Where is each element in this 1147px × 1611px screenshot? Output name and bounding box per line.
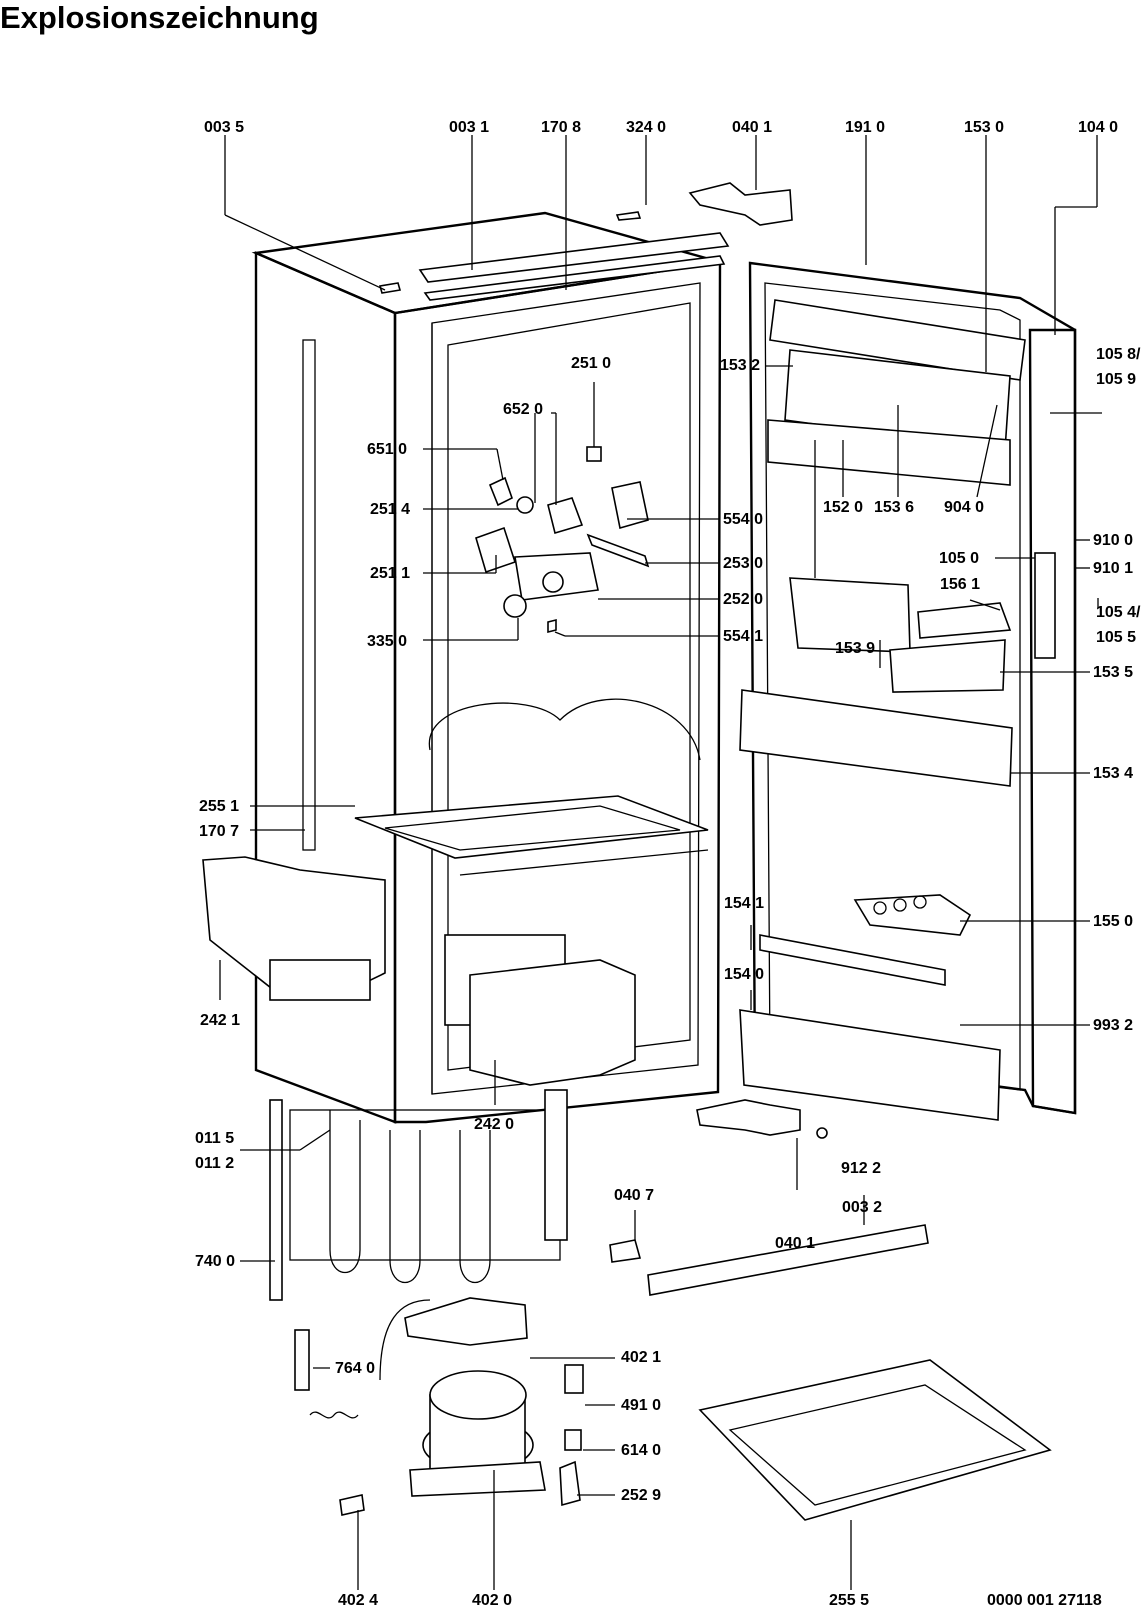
part-label-170-7: 170 7 — [199, 823, 240, 840]
part-label-242-0: 242 0 — [474, 1116, 515, 1133]
rear-condenser — [269, 1089, 568, 1301]
thermal-sensor — [294, 1329, 359, 1419]
part-label-491-0: 491 0 — [621, 1397, 662, 1414]
part-label-740-0: 740 0 — [195, 1253, 236, 1270]
part-label-156-1: 156 1 — [940, 576, 981, 593]
part-label-104-0: 104 0 — [1078, 119, 1119, 136]
part-label-153-2: 153 2 — [720, 357, 761, 374]
door — [739, 261, 1077, 1121]
thermostat-assembly — [475, 446, 650, 634]
part-label-251-1: 251 1 — [370, 565, 411, 582]
small-parts-bottom — [339, 1127, 828, 1516]
page-title: Explosionszeichnung — [0, 0, 319, 35]
part-label-614-0: 614 0 — [621, 1442, 662, 1459]
part-label-554-1: 554 1 — [723, 628, 764, 645]
part-label-242-1: 242 1 — [200, 1012, 241, 1029]
part-label-105-8: 105 8/ — [1096, 346, 1141, 363]
part-label-011-5: 011 5 — [195, 1130, 235, 1147]
part-label-003-5: 003 5 — [204, 119, 245, 136]
compressor — [379, 1299, 546, 1497]
compressor-bracket — [404, 1297, 528, 1346]
part-label-904-0: 904 0 — [944, 499, 985, 516]
part-label-402-4: 402 4 — [338, 1592, 379, 1609]
glass-shelf — [354, 795, 709, 876]
part-label-105-0: 105 0 — [939, 550, 980, 567]
part-label-170-8: 170 8 — [541, 119, 582, 136]
door-lower-rail — [647, 1224, 929, 1296]
crisper-drawers — [202, 856, 636, 1086]
glass-shelf-lower — [698, 1359, 1052, 1521]
part-label-252-9: 252 9 — [621, 1487, 662, 1504]
part-label-154-1: 154 1 — [724, 895, 765, 912]
part-label-105-4: 105 4/ — [1096, 604, 1141, 621]
part-label-255-5: 255 5 — [829, 1592, 870, 1609]
part-label-105-5: 105 5 — [1096, 629, 1137, 646]
part-label-402-1: 402 1 — [621, 1349, 662, 1366]
part-label-154-0: 154 0 — [724, 966, 765, 983]
part-label-152-0: 152 0 — [823, 499, 864, 516]
part-label-251-4: 251 4 — [370, 501, 411, 518]
part-label-040-1-bottom: 040 1 — [775, 1235, 816, 1252]
part-label-153-9: 153 9 — [835, 640, 876, 657]
part-label-335-0: 335 0 — [367, 633, 408, 650]
part-label-153-6: 153 6 — [874, 499, 915, 516]
part-label-910-0: 910 0 — [1093, 532, 1134, 549]
part-label-040-1-top: 040 1 — [732, 119, 773, 136]
part-label-651-0: 651 0 — [367, 441, 408, 458]
part-label-011-2: 011 2 — [195, 1155, 235, 1172]
part-label-253-0: 253 0 — [723, 555, 764, 572]
part-label-105-9: 105 9 — [1096, 371, 1137, 388]
part-label-324-0: 324 0 — [626, 119, 667, 136]
part-label-003-1: 003 1 — [449, 119, 490, 136]
part-label-155-0: 155 0 — [1093, 913, 1134, 930]
part-label-252-0: 252 0 — [723, 591, 764, 608]
part-label-003-2: 003 2 — [842, 1199, 883, 1216]
part-label-764-0: 764 0 — [335, 1360, 376, 1377]
document-number: 0000 001 27118 — [987, 1592, 1102, 1609]
part-label-040-7: 040 7 — [614, 1187, 655, 1204]
part-label-191-0: 191 0 — [845, 119, 886, 136]
part-label-153-0: 153 0 — [964, 119, 1005, 136]
part-label-402-0: 402 0 — [472, 1592, 513, 1609]
part-label-652-0: 652 0 — [503, 401, 544, 418]
part-label-993-2: 993 2 — [1093, 1017, 1134, 1034]
part-label-153-5: 153 5 — [1093, 664, 1134, 681]
part-label-153-4: 153 4 — [1093, 765, 1134, 782]
part-label-554-0: 554 0 — [723, 511, 764, 528]
part-label-912-2: 912 2 — [841, 1160, 882, 1177]
cabinet-body — [251, 182, 801, 1136]
part-label-910-1: 910 1 — [1093, 560, 1134, 577]
part-label-255-1: 255 1 — [199, 798, 240, 815]
part-label-251-0: 251 0 — [571, 355, 612, 372]
leader-lines — [219, 135, 1102, 1590]
